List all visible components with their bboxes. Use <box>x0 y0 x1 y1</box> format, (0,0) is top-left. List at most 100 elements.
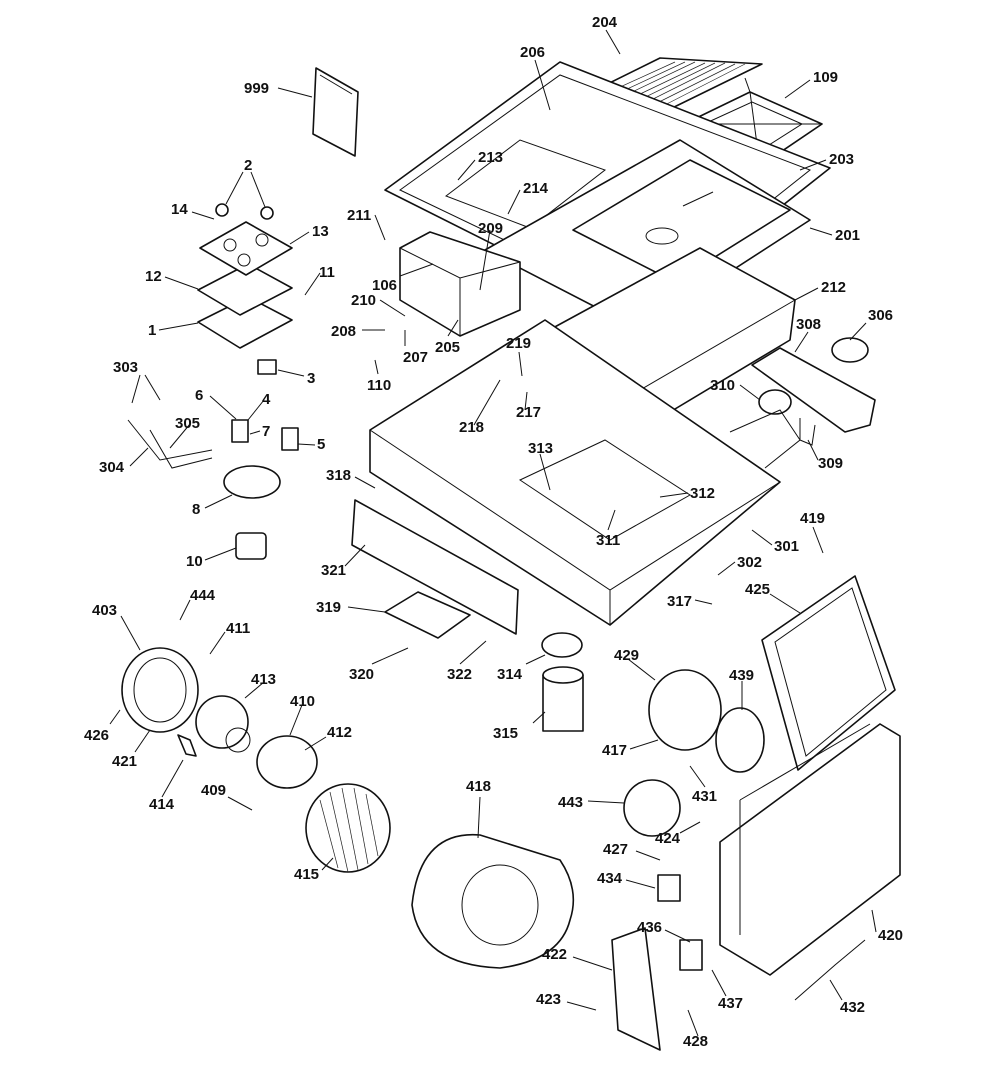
label-303: 303 <box>113 359 138 376</box>
label-206: 206 <box>520 44 545 61</box>
label-412: 412 <box>327 724 352 741</box>
part-burner-assembly <box>729 337 876 469</box>
label-6: 6 <box>195 387 203 404</box>
parts-artwork <box>121 57 901 1051</box>
label-420: 420 <box>878 927 903 944</box>
label-320: 320 <box>349 666 374 683</box>
part-blower-housing <box>121 647 199 733</box>
part-blower-scroll <box>411 833 575 969</box>
label-302: 302 <box>737 554 762 571</box>
label-422: 422 <box>542 946 567 963</box>
part-clip <box>799 418 816 446</box>
label-318: 318 <box>326 467 351 484</box>
label-423: 423 <box>536 991 561 1008</box>
leader-lines <box>109 29 877 1037</box>
label-212: 212 <box>821 279 846 296</box>
label-315: 315 <box>493 725 518 742</box>
part-canister <box>542 666 584 732</box>
label-428: 428 <box>683 1033 708 1050</box>
part-knob-2b <box>260 206 274 220</box>
label-429: 429 <box>614 647 639 664</box>
label-415: 415 <box>294 866 319 883</box>
part-regulator <box>223 465 281 499</box>
part-blower-motor <box>195 695 251 753</box>
label-308: 308 <box>796 316 821 333</box>
label-210: 210 <box>351 292 376 309</box>
label-8: 8 <box>192 501 200 518</box>
part-main-housing <box>369 319 781 626</box>
part-grill-pan <box>399 231 521 337</box>
part-valve-left <box>231 419 249 443</box>
label-421: 421 <box>112 753 137 770</box>
label-109: 109 <box>813 69 838 86</box>
label-443: 443 <box>558 794 583 811</box>
label-219: 219 <box>506 335 531 352</box>
label-411: 411 <box>226 620 250 637</box>
label-209: 209 <box>478 220 503 237</box>
part-cap <box>541 632 583 658</box>
label-312: 312 <box>690 485 715 502</box>
label-207: 207 <box>403 349 428 366</box>
part-gas-tubes <box>127 419 213 461</box>
label-314: 314 <box>497 666 523 683</box>
label-201: 201 <box>835 227 860 244</box>
label-306: 306 <box>868 307 893 324</box>
label-110: 110 <box>367 377 391 394</box>
part-relay <box>657 874 681 902</box>
label-4: 4 <box>262 391 271 408</box>
part-bracket <box>384 591 471 639</box>
label-208: 208 <box>331 323 356 340</box>
label-214: 214 <box>523 180 549 197</box>
part-damper-ring <box>715 707 765 773</box>
label-203: 203 <box>829 151 854 168</box>
label-310: 310 <box>710 377 735 394</box>
label-14: 14 <box>171 201 188 218</box>
part-lower-housing <box>719 723 901 976</box>
part-junction-box <box>679 939 703 971</box>
label-204: 204 <box>592 14 618 31</box>
part-orifice-plate <box>623 779 681 837</box>
label-424: 424 <box>655 830 681 847</box>
part-strap <box>177 734 197 757</box>
part-control-plates <box>197 221 293 349</box>
label-427: 427 <box>603 841 628 858</box>
label-5: 5 <box>317 436 325 453</box>
part-blower-wheel <box>305 783 391 873</box>
part-filter <box>761 575 896 771</box>
label-439: 439 <box>729 667 754 684</box>
part-power-cord <box>794 939 866 1001</box>
label-11: 11 <box>319 264 335 281</box>
label-432: 432 <box>840 999 865 1016</box>
label-218: 218 <box>459 419 484 436</box>
label-13: 13 <box>312 223 329 240</box>
label-3: 3 <box>307 370 315 387</box>
label-999: 999 <box>244 80 269 97</box>
label-444: 444 <box>190 587 216 604</box>
label-2: 2 <box>244 157 252 174</box>
part-front-panel <box>351 499 519 635</box>
part-valve-right <box>281 427 299 451</box>
part-motor-mount <box>256 735 318 789</box>
label-309: 309 <box>818 455 843 472</box>
part-cooktop-plate <box>484 139 811 331</box>
label-301: 301 <box>774 538 799 555</box>
part-cover-plate <box>611 927 661 1051</box>
label-12: 12 <box>145 268 162 285</box>
label-414: 414 <box>149 796 175 813</box>
label-410: 410 <box>290 693 315 710</box>
label-305: 305 <box>175 415 200 432</box>
label-313: 313 <box>528 440 553 457</box>
label-409: 409 <box>201 782 226 799</box>
label-321: 321 <box>321 562 346 579</box>
label-425: 425 <box>745 581 770 598</box>
label-417: 417 <box>602 742 627 759</box>
label-1: 1 <box>148 322 156 339</box>
part-switch <box>257 359 277 375</box>
part-valve-body <box>235 532 267 560</box>
label-437: 437 <box>718 995 743 1012</box>
label-213: 213 <box>478 149 503 166</box>
label-419: 419 <box>800 510 825 527</box>
label-322: 322 <box>447 666 472 683</box>
label-418: 418 <box>466 778 491 795</box>
